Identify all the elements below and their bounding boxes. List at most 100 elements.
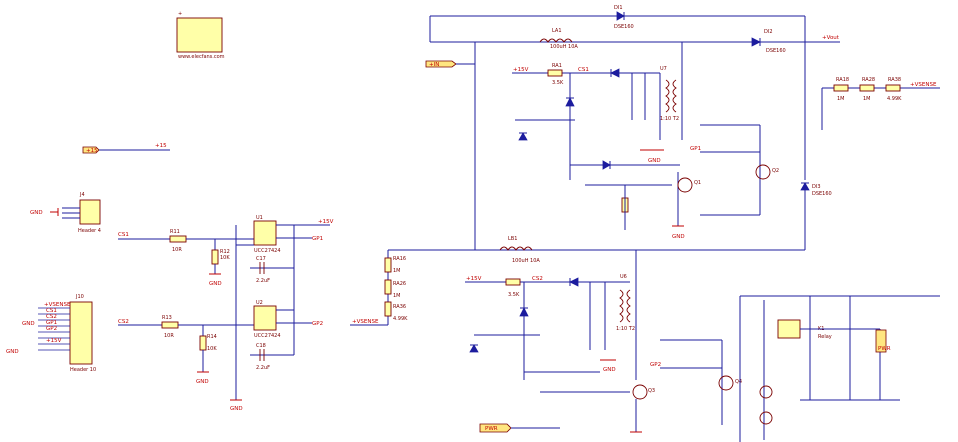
ra36-value: 4.99K: [393, 316, 408, 322]
j10-signal-5: GP2: [46, 326, 57, 332]
ra26-ref: RA26: [393, 281, 406, 287]
j10-gnd-label-2: GND: [22, 321, 35, 327]
j10-signal-1: +VSENSE: [44, 302, 71, 308]
t1-value: 1:10 T2: [660, 116, 679, 122]
c17-value: 2.2uF: [256, 278, 270, 284]
relay-k1[interactable]: [777, 319, 801, 339]
r13-ref: R13: [162, 315, 172, 321]
r11-value: 10R: [172, 247, 182, 253]
resistor-rb1[interactable]: [505, 278, 521, 286]
vout-label: +Vout: [822, 35, 840, 41]
in-port-label: +IN: [429, 62, 439, 68]
diode-d13[interactable]: [800, 182, 810, 191]
ra1-ref: RA1: [552, 63, 562, 69]
resistor-ra26[interactable]: [384, 279, 392, 295]
j10-signal-4: GP1: [46, 320, 57, 326]
resistor-ra16[interactable]: [384, 257, 392, 273]
vsense-label: +VSENSE: [910, 82, 937, 88]
mosfet-q1[interactable]: [677, 177, 693, 193]
c18-ref: C18: [256, 343, 266, 349]
mosfet-q2[interactable]: [755, 164, 771, 180]
title-block-label: www.elecfans.com: [178, 54, 225, 60]
resistor-ra18[interactable]: [833, 84, 849, 92]
conv-b-plus15v: +15V: [466, 276, 482, 282]
converter-b: LB1 100uH 10A RA16 1M RA26 1M RA36 4.99K…: [350, 236, 805, 433]
r11-ref: R11: [170, 229, 180, 235]
in-port[interactable]: [425, 60, 457, 68]
r14-value: 10K: [207, 346, 217, 352]
transformer-t1[interactable]: [665, 79, 670, 113]
title-block-component[interactable]: + www.elecfans.com: [176, 11, 225, 60]
u2-gp2-out: GP2: [312, 321, 323, 327]
q3-ref: Q3: [648, 388, 655, 394]
inductor-la1[interactable]: [539, 38, 573, 43]
resistor-ra38[interactable]: [885, 84, 901, 92]
t2-ref: U6: [620, 274, 627, 280]
r14-ref: R14: [207, 334, 217, 340]
ra38-ref: RA38: [888, 77, 901, 83]
j4-value: Header 4: [78, 228, 101, 234]
j10-value: Header 10: [70, 367, 96, 373]
resistor-ra28[interactable]: [859, 84, 875, 92]
lb1-ref: LB1: [508, 236, 517, 242]
u1-ref: U1: [256, 215, 263, 221]
resistor-ra36[interactable]: [384, 301, 392, 317]
u1-part: UCC27424: [254, 248, 281, 254]
lb1-value: 100uH 10A: [512, 258, 540, 264]
la1-value: 100uH 10A: [550, 44, 578, 50]
pwr-tag[interactable]: [875, 329, 887, 353]
diode-d12[interactable]: [751, 37, 761, 47]
j4-gnd-label: GND: [30, 210, 43, 216]
resistor-ra1[interactable]: [547, 69, 563, 77]
header-j10[interactable]: J10 Header 10 +VSENSE CS1 CS2 GP1 GP2 +1…: [6, 294, 96, 373]
d11-ref: DI1: [614, 5, 623, 11]
c18-value: 2.2uF: [256, 365, 270, 371]
j10-signal-6: +15V: [46, 338, 62, 344]
power-stage-top: DI1 DSE160 DI2 DSE160 +Vout LA1 100uH 10…: [425, 5, 940, 250]
ra16-ref: RA16: [393, 256, 406, 262]
resistor-r13[interactable]: [161, 321, 179, 329]
ra1-value: 3.5K: [552, 80, 564, 86]
j10-gnd-label: GND: [6, 349, 19, 355]
r12-value: 10K: [220, 255, 230, 261]
ra28-ref: RA28: [862, 77, 875, 83]
conv-b-gp2: GP2: [650, 362, 661, 368]
driver-u2[interactable]: [253, 305, 277, 331]
c17-ref: C17: [256, 256, 266, 262]
resistor-r14[interactable]: [199, 335, 207, 351]
t1-ref: U7: [660, 66, 667, 72]
resistor-r12[interactable]: [211, 249, 219, 265]
u1-plus15v: +15V: [318, 219, 334, 225]
transformer-t2[interactable]: [619, 289, 624, 323]
inductor-lb1[interactable]: [499, 246, 533, 251]
plus15-net-line: +15 +15: [82, 143, 170, 154]
header-j4[interactable]: J4 Header 4 GND: [30, 192, 101, 234]
r12-ref: R12: [220, 249, 230, 255]
svg-text:+: +: [178, 11, 182, 17]
ra38-value: 4.99K: [887, 96, 902, 102]
driver-u2-section: CS2 R13 10R R14 10K GND U2 UCC27424 GP2 …: [118, 268, 323, 412]
resistor-r11[interactable]: [169, 235, 187, 243]
q1-ref: Q1: [694, 180, 701, 186]
ra28-value: 1M: [863, 96, 871, 102]
pwr-port[interactable]: [479, 423, 512, 433]
relay-section: K1 Relay PWR: [739, 295, 940, 442]
conv-a-gp1: GP1: [690, 146, 701, 152]
mosfet-q4[interactable]: [718, 375, 734, 391]
diode-d11[interactable]: [616, 11, 625, 21]
u2-ref: U2: [256, 300, 263, 306]
driver-u1-section: CS1 R11 10R R12 10K GND U1 UCC27424 +15V…: [118, 215, 334, 400]
q4-ref: Q4: [735, 379, 742, 385]
j4-ref: J4: [79, 192, 85, 198]
mosfet-q3[interactable]: [632, 384, 648, 400]
d12-ref: DI2: [764, 29, 773, 35]
t2-value: 1:10 T2: [616, 326, 635, 332]
u1-gp1-out: GP1: [312, 236, 323, 242]
j10-ref: J10: [75, 294, 84, 300]
ra16-value: 1M: [393, 268, 401, 274]
plus15-port-label: +15: [86, 148, 98, 154]
driver-u1[interactable]: [253, 220, 277, 246]
gnd-conv-a: GND: [648, 158, 661, 164]
j10-signal-3: CS2: [46, 314, 57, 320]
